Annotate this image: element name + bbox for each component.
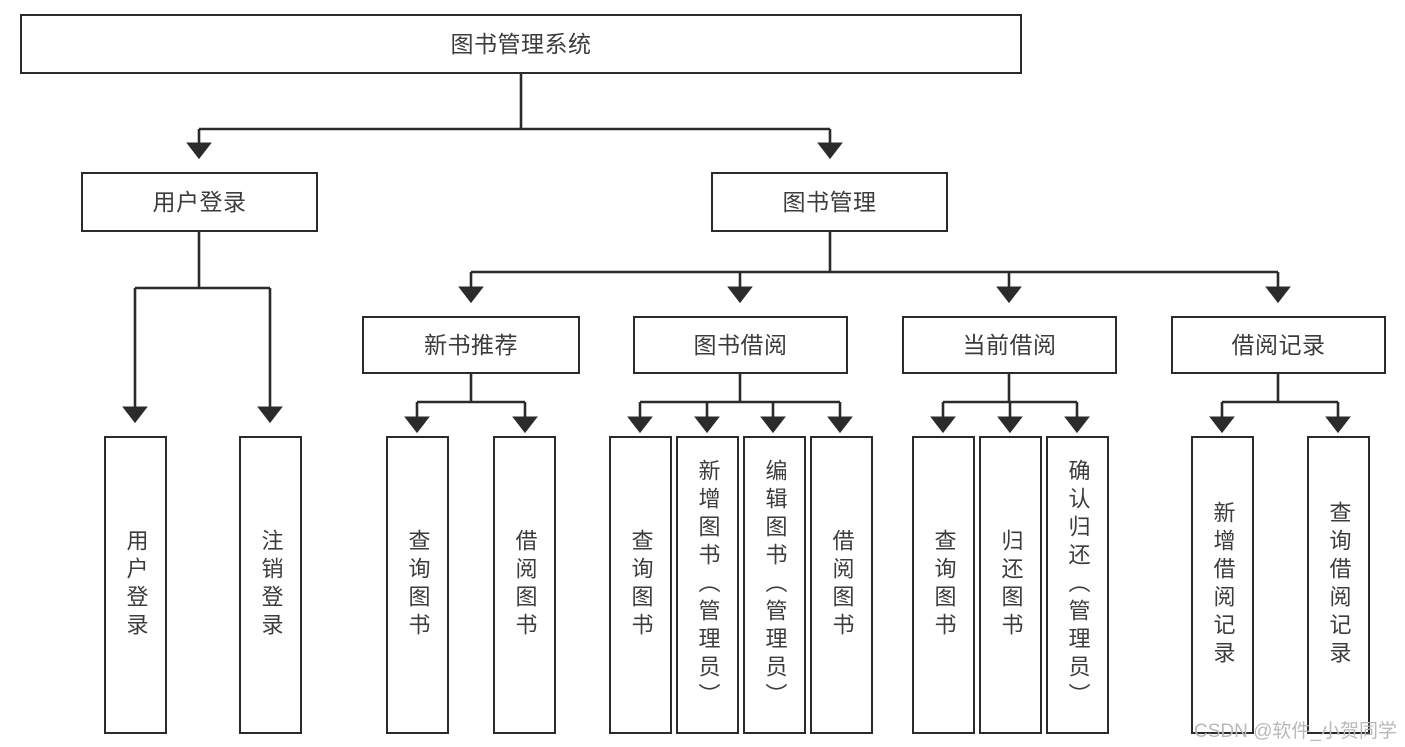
leaf-user-login[interactable]: 用户登录 (104, 436, 167, 734)
node-borrow-records[interactable]: 借阅记录 (1171, 316, 1386, 374)
node-user-login-label: 用户登录 (152, 188, 247, 215)
leaf-current-return-book-label: 归还图书 (998, 529, 1024, 641)
node-current-borrow[interactable]: 当前借阅 (902, 316, 1117, 374)
leaf-newbooks-query-book[interactable]: 查询图书 (386, 436, 449, 734)
node-new-book-recommend[interactable]: 新书推荐 (362, 316, 580, 374)
leaf-newbooks-borrow-book-label: 借阅图书 (512, 529, 538, 641)
leaf-current-confirm-return-admin-label: 确认归还（管理员） (1065, 459, 1091, 711)
watermark: CSDN @软件_小贺同学 (1194, 721, 1397, 742)
node-book-borrow-label: 图书借阅 (693, 331, 788, 358)
leaf-borrow-query-book-label: 查询图书 (628, 529, 654, 641)
node-new-book-recommend-label: 新书推荐 (424, 331, 518, 358)
node-root[interactable]: 图书管理系统 (20, 14, 1022, 74)
leaf-records-add-record[interactable]: 新增借阅记录 (1191, 436, 1254, 734)
leaf-newbooks-borrow-book[interactable]: 借阅图书 (493, 436, 556, 734)
leaf-current-query-book-label: 查询图书 (931, 529, 957, 641)
leaf-borrow-edit-book-admin-label: 编辑图书（管理员） (762, 459, 788, 711)
leaf-records-query-record-label: 查询借阅记录 (1326, 501, 1352, 669)
leaf-current-return-book[interactable]: 归还图书 (979, 436, 1042, 734)
leaf-current-confirm-return-admin[interactable]: 确认归还（管理员） (1046, 436, 1109, 734)
node-current-borrow-label: 当前借阅 (962, 331, 1057, 358)
leaf-borrow-add-book-admin[interactable]: 新增图书（管理员） (676, 436, 739, 734)
node-book-management[interactable]: 图书管理 (711, 172, 948, 232)
leaf-borrow-add-book-admin-label: 新增图书（管理员） (695, 459, 721, 711)
leaf-borrow-edit-book-admin[interactable]: 编辑图书（管理员） (743, 436, 806, 734)
node-borrow-records-label: 借阅记录 (1231, 331, 1326, 358)
leaf-logout[interactable]: 注销登录 (239, 436, 302, 734)
node-book-borrow[interactable]: 图书借阅 (633, 316, 848, 374)
node-user-login[interactable]: 用户登录 (81, 172, 318, 232)
leaf-borrow-borrow-book-label: 借阅图书 (829, 529, 855, 641)
leaf-borrow-query-book[interactable]: 查询图书 (609, 436, 672, 734)
node-root-label: 图书管理系统 (450, 30, 592, 57)
leaf-current-query-book[interactable]: 查询图书 (912, 436, 975, 734)
node-book-management-label: 图书管理 (782, 188, 877, 215)
leaf-user-login-label: 用户登录 (123, 529, 149, 641)
leaf-records-query-record[interactable]: 查询借阅记录 (1307, 436, 1370, 734)
leaf-records-add-record-label: 新增借阅记录 (1210, 501, 1236, 669)
leaf-logout-label: 注销登录 (258, 529, 284, 641)
leaf-newbooks-query-book-label: 查询图书 (405, 529, 431, 641)
leaf-borrow-borrow-book[interactable]: 借阅图书 (810, 436, 873, 734)
